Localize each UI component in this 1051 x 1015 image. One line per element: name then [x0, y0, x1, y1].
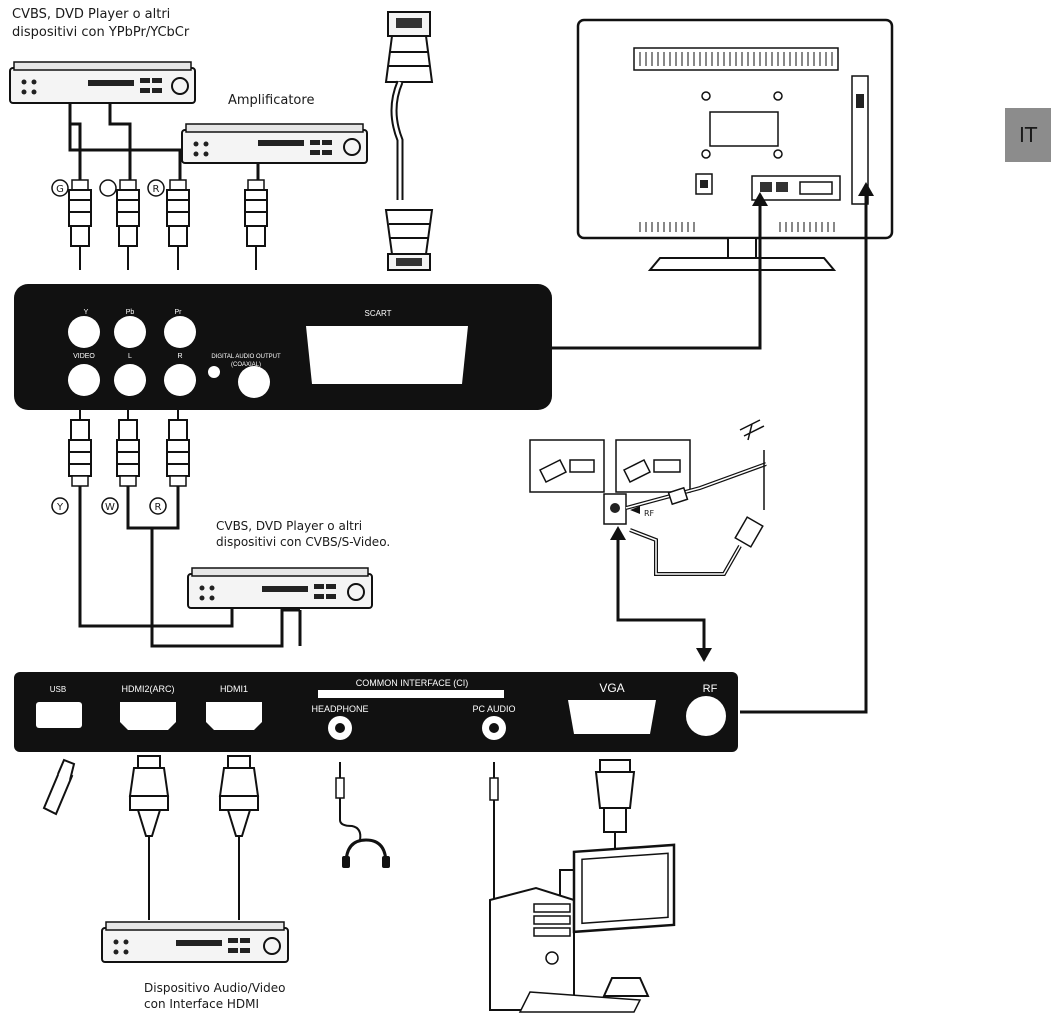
wire-rf-tv [740, 186, 868, 714]
marker-blue [99, 179, 117, 197]
antenna-rf-label: RF [644, 509, 655, 518]
hdmi-device-label-line2: con Interface HDMI [144, 997, 259, 1011]
rca-plugs-composite [68, 410, 190, 487]
headphones-icon [342, 838, 390, 868]
dvd-player-middle [187, 567, 373, 609]
port-vga[interactable] [568, 700, 656, 734]
rear-io-panel: USB HDMI2(ARC) HDMI1 COMMON INTERFACE (C… [14, 672, 738, 752]
port-label-headphone: HEADPHONE [311, 704, 368, 714]
hdmi-cable-2 [128, 755, 170, 920]
port-label-pc-audio: PC AUDIO [472, 704, 515, 714]
marker-white-text: W [105, 502, 115, 513]
arrow-rf-tv [858, 182, 874, 196]
hdmi-device-label-line1: Dispositivo Audio/Video [144, 981, 285, 995]
marker-red-top [147, 179, 165, 197]
headphone-jack-cable [335, 762, 362, 841]
port-rf[interactable] [686, 696, 726, 736]
port-audio-r[interactable] [164, 364, 196, 396]
composite-device-label-line2: dispositivi con CVBS/S-Video. [216, 535, 390, 549]
wire-composite-video [78, 486, 234, 628]
wire-red [68, 124, 182, 180]
wire-composite-audio-l [126, 486, 300, 648]
arrow-scart-tv [752, 192, 768, 206]
indicator-dot [208, 366, 220, 378]
port-label-hdmi2: HDMI2(ARC) [122, 684, 175, 694]
port-label-usb: USB [50, 685, 66, 694]
component-device-label-line2: dispositivi con YPbPr/YCbCr [12, 25, 190, 40]
port-label-rf: RF [703, 683, 718, 695]
marker-red-bottom-text: R [155, 502, 162, 513]
port-audio-l[interactable] [114, 364, 146, 396]
language-tab: IT [1005, 108, 1051, 162]
ci-slot[interactable] [318, 690, 504, 698]
amplifier-device [181, 123, 368, 164]
dvd-player-bottom [101, 921, 289, 963]
port-pb[interactable] [114, 316, 146, 348]
port-pr[interactable] [164, 316, 196, 348]
wire-composite-audio-r [152, 486, 180, 530]
port-scart[interactable] [306, 326, 468, 384]
composite-device-label-line1: CVBS, DVD Player o altri [216, 519, 362, 533]
marker-yellow [51, 497, 69, 515]
marker-red-top-text: R [153, 184, 160, 195]
side-io-panel: Y Pb Pr VIDEO L R DIGITAL AUDIO OUTPUT (… [14, 284, 552, 410]
arrow-rf-down [696, 648, 712, 662]
digital-audio-label-line1: DIGITAL AUDIO OUTPUT [211, 354, 281, 360]
vga-cable [559, 759, 636, 898]
amplifier-label: Amplificatore [228, 93, 314, 108]
rca-plug-amplifier [244, 179, 268, 270]
pc-audio-cable [489, 762, 499, 900]
marker-yellow-text: Y [56, 502, 64, 513]
dvd-player-top [9, 61, 196, 104]
port-video[interactable] [68, 364, 100, 396]
port-label-hdmi1: HDMI1 [220, 684, 248, 694]
port-y[interactable] [68, 316, 100, 348]
port-label-pr: Pr [175, 309, 183, 316]
scart-cable [384, 11, 434, 271]
marker-green [51, 179, 69, 197]
port-usb[interactable] [36, 702, 82, 728]
rca-plugs-top [68, 179, 190, 270]
marker-red-bottom [149, 497, 167, 515]
port-label-l: L [128, 353, 132, 360]
wire-scart-tv [520, 196, 762, 350]
component-device-label-line1: CVBS, DVD Player o altri [12, 7, 170, 22]
marker-white [101, 497, 119, 515]
tv-rear-view [576, 18, 894, 271]
wire-rf-antenna [616, 530, 706, 660]
port-label-pb: Pb [126, 309, 135, 316]
usb-stick [42, 758, 76, 816]
port-label-video: VIDEO [73, 353, 95, 360]
arrow-rf-up [610, 526, 626, 540]
port-hdmi2[interactable] [120, 702, 176, 730]
desktop-computer-icon [489, 843, 676, 1013]
scart-label: SCART [365, 309, 392, 318]
hdmi-cable-1 [218, 755, 260, 920]
port-label-vga: VGA [599, 681, 624, 695]
port-hdmi1[interactable] [206, 702, 262, 730]
wire-green [68, 103, 82, 180]
port-label-y: Y [84, 309, 89, 316]
wire-blue [108, 103, 132, 180]
digital-audio-label-line2: (COAXIAL) [231, 362, 261, 368]
port-coaxial[interactable] [238, 366, 270, 398]
marker-green-text: G [56, 184, 64, 195]
ci-label: COMMON INTERFACE (CI) [356, 678, 469, 688]
antenna-wall-outlet: RF [529, 419, 767, 576]
port-label-r: R [177, 353, 182, 360]
